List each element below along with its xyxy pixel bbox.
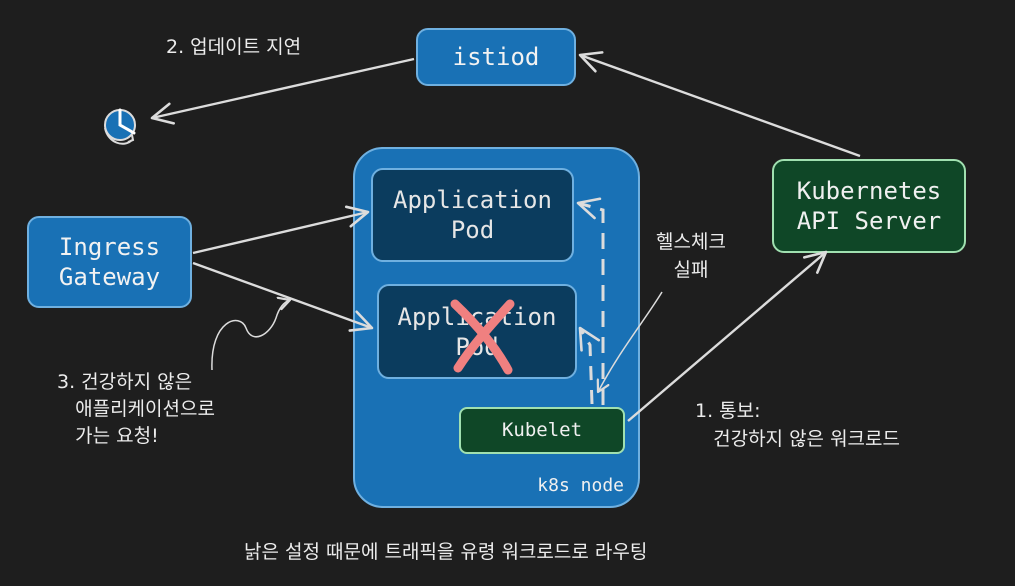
ingress-to-pod1-arrow [192,205,370,255]
application-pod-failed: Application Pod [377,284,577,379]
update-delay-label: 2. 업데이트 지연 [166,36,302,58]
stale-sync-icon [104,108,136,145]
api-to-istiod-arrow [578,51,861,158]
application-pod-healthy: Application Pod [371,168,574,262]
k8s-node-label: k8s node [537,475,624,496]
notify-unhealthy-label: 1. 통보: 건강하지 않은 워크로드 [695,400,900,450]
unhealthy-request-pointer [211,300,290,371]
istiod-label: istiod [452,43,540,71]
ingress-to-pod2-arrow [192,261,374,332]
application-pod-failed-label: Application Pod [397,302,557,361]
istiod-to-proxy-arrow [150,57,415,125]
ingress-gateway-box: Ingress Gateway [27,216,192,308]
kubernetes-api-server-box: Kubernetes API Server [772,159,966,253]
kubelet-box: Kubelet [459,407,625,454]
kubelet-label: Kubelet [501,418,583,441]
health-check-fail-label: 헬스체크 실패 [656,231,726,281]
kubernetes-api-server-label: Kubernetes API Server [796,177,942,235]
ingress-gateway-label: Ingress Gateway [58,233,161,291]
istiod-box: istiod [416,28,576,86]
application-pod-healthy-label: Application Pod [393,186,552,244]
unhealthy-request-label: 3. 건강하지 않은 애플리케이션으로 가는 요청! [57,371,215,447]
footer-caption: 낡은 설정 때문에 트래픽을 유령 워크로드로 라우팅 [244,541,648,563]
